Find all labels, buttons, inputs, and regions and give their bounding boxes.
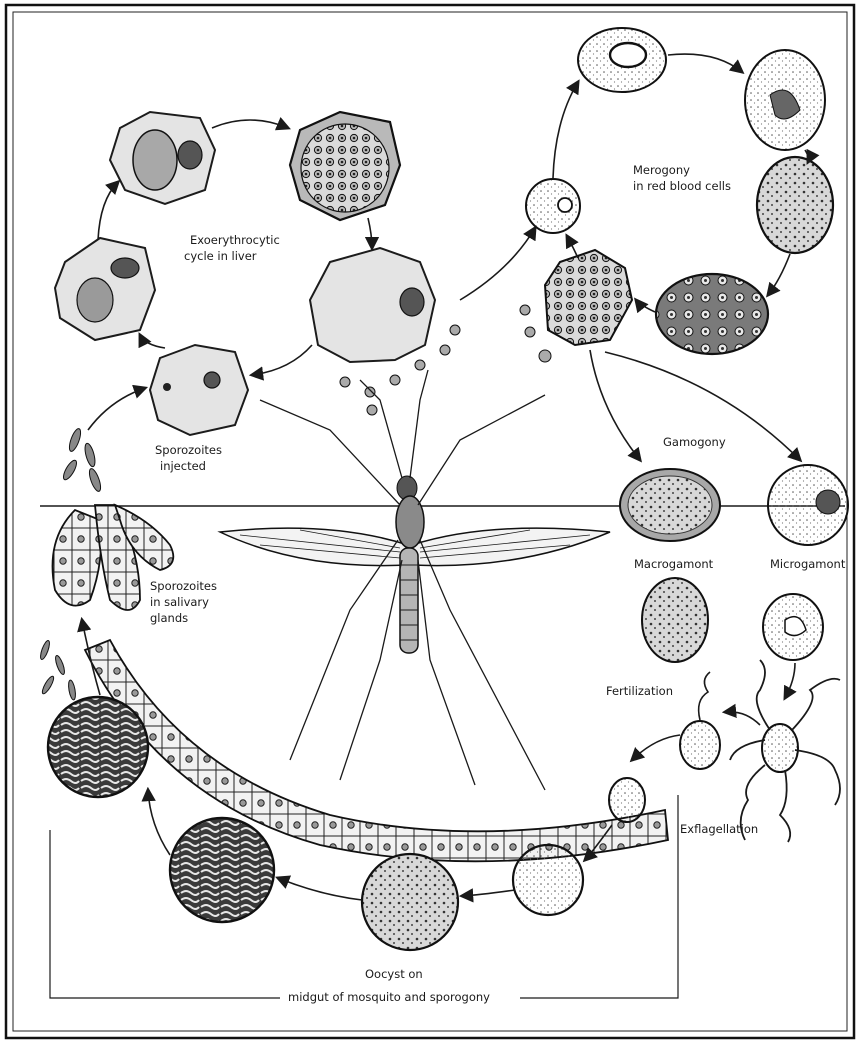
liver-cell-bottom xyxy=(150,345,248,435)
midgut-wall xyxy=(85,640,668,861)
released-sporozoites-midgut xyxy=(39,640,77,701)
arrow-liver-4 xyxy=(140,335,165,348)
ookinete-entering xyxy=(609,778,645,822)
macrogamete xyxy=(642,578,708,662)
label-oocyst-1: Oocyst on xyxy=(365,967,423,981)
arrow-rbc-5 xyxy=(636,300,655,312)
label-exoerythrocytic-1: Exoerythrocytic xyxy=(190,233,280,247)
label-microgamont: Microgamont xyxy=(770,557,846,571)
rbc-young xyxy=(526,179,580,233)
arrow-liver-2 xyxy=(368,218,372,248)
oocyst-mature xyxy=(170,818,274,922)
label-oocyst-2: midgut of mosquito and sporogony xyxy=(288,990,490,1004)
rbc-bursting xyxy=(545,250,632,345)
label-sporozoites-injected-2: injected xyxy=(160,459,206,473)
label-sporozoites-injected-1: Sporozoites xyxy=(155,443,222,457)
sporozoites-injected-group xyxy=(61,427,103,492)
rbc-ring-stage xyxy=(578,28,666,92)
oocyst-rupturing xyxy=(48,697,148,797)
exflagellating-cell xyxy=(730,660,840,842)
oocyst-developing xyxy=(362,854,458,950)
arrow-to-macrogamont xyxy=(590,350,640,460)
macrogamont-cell xyxy=(620,469,720,541)
liver-cell-top-left xyxy=(110,112,215,204)
label-macrogamont: Macrogamont xyxy=(634,557,714,571)
arrow-rbc-4 xyxy=(768,254,790,295)
arrow-oocyst-4 xyxy=(148,790,170,855)
label-sporozoites-salivary-1: Sporozoites xyxy=(150,579,217,593)
label-fertilization: Fertilization xyxy=(606,684,673,698)
arrow-liver-to-blood xyxy=(460,228,535,300)
arrow-rbc-2 xyxy=(668,54,742,72)
zygote xyxy=(680,672,720,769)
arrow-to-ookinete xyxy=(632,735,680,760)
liver-cell-left xyxy=(55,238,155,340)
arrow-sporozoites-to-liver xyxy=(88,388,145,430)
arrow-liver-3 xyxy=(252,345,312,375)
rbc-schizont-early xyxy=(757,157,833,253)
label-sporozoites-salivary-2: in salivary xyxy=(150,595,209,609)
arrow-to-exflagellation xyxy=(785,663,795,698)
arrow-to-zygote xyxy=(725,712,760,725)
label-sporozoites-salivary-3: glands xyxy=(150,611,188,625)
arrow-oocyst-2 xyxy=(462,890,515,896)
label-gamogony: Gamogony xyxy=(663,435,726,449)
label-exflagellation: Exflagellation xyxy=(680,822,758,836)
microgamete-developing xyxy=(763,594,823,660)
label-merogony-1: Merogony xyxy=(633,163,690,177)
label-exoerythrocytic-2: cycle in liver xyxy=(184,249,257,263)
oocyst-young xyxy=(513,845,583,915)
arrow-rbc-1 xyxy=(553,82,578,178)
liver-schizont-top xyxy=(290,112,400,220)
arrow-liver-5 xyxy=(98,182,118,240)
label-merogony-2: in red blood cells xyxy=(633,179,731,193)
arrow-liver-1 xyxy=(212,120,288,128)
liver-schizont-bursting xyxy=(310,248,435,362)
rbc-trophozoite xyxy=(745,50,825,150)
rbc-schizont-mature xyxy=(656,274,768,354)
arrow-rbc-6 xyxy=(567,236,578,258)
microgamont-cell xyxy=(768,465,848,545)
arrow-oocyst-3 xyxy=(278,878,362,900)
mosquito xyxy=(220,370,610,790)
